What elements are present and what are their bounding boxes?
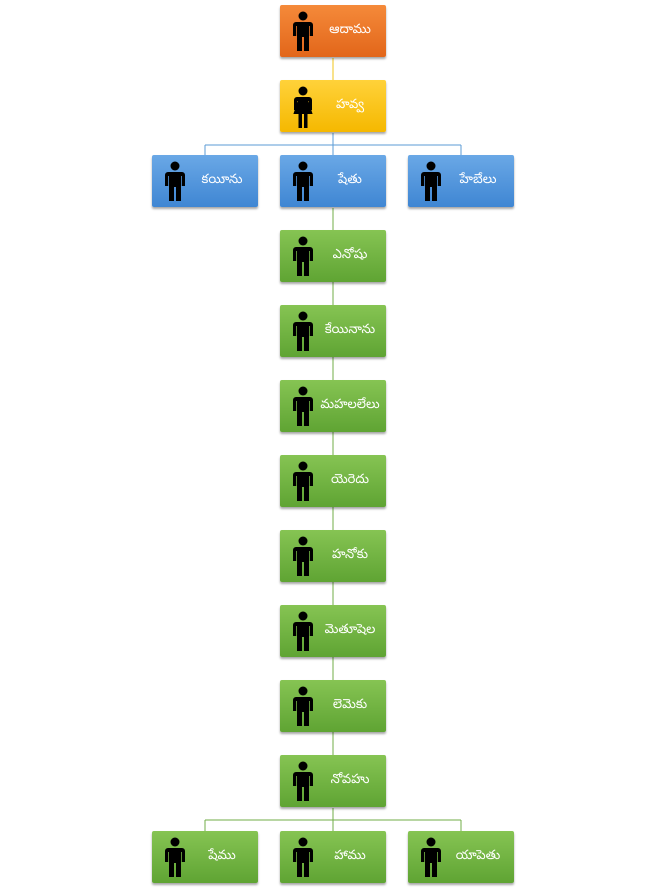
node-noah: నోవహు — [280, 755, 386, 807]
node-label: హాము — [334, 848, 366, 863]
man-icon — [290, 761, 316, 803]
node-shem: షేము — [152, 831, 258, 883]
node-label: యాపెతు — [455, 848, 501, 863]
node-enosh: ఎనోషు — [280, 230, 386, 282]
node-jared: యెరెదు — [280, 455, 386, 507]
man-icon — [290, 236, 316, 278]
node-ham: హాము — [280, 831, 386, 883]
man-icon — [290, 311, 316, 353]
node-label: ఆదాము — [329, 22, 371, 37]
node-adam: ఆదాము — [280, 5, 386, 57]
node-label: మెతూషెల — [324, 622, 376, 637]
node-seth: షేతు — [280, 155, 386, 207]
node-label: మహలలేలు — [320, 397, 380, 412]
man-icon — [290, 461, 316, 503]
man-icon — [290, 686, 316, 728]
node-label: కయీను — [201, 172, 243, 187]
node-kenan: కేయినాను — [280, 305, 386, 357]
node-label: షేము — [208, 848, 236, 863]
man-icon — [290, 161, 316, 203]
man-icon — [418, 837, 444, 879]
node-lamech: లెమెకు — [280, 680, 386, 732]
node-methuselah: మెతూషెల — [280, 605, 386, 657]
man-icon — [162, 161, 188, 203]
woman-icon — [290, 86, 316, 128]
node-label: యెరెదు — [330, 472, 370, 487]
node-label: హేబేలు — [459, 172, 497, 187]
node-label: ఎనోషు — [332, 247, 368, 262]
node-cain: కయీను — [152, 155, 258, 207]
man-icon — [290, 837, 316, 879]
man-icon — [290, 11, 316, 53]
node-label: షేతు — [338, 172, 362, 187]
node-label: కేయినాను — [324, 322, 376, 337]
man-icon — [418, 161, 444, 203]
node-enoch: హనోకు — [280, 530, 386, 582]
man-icon — [290, 536, 316, 578]
man-icon — [162, 837, 188, 879]
node-mahalalel: మహలలేలు — [280, 380, 386, 432]
node-eve: హవ్వ — [280, 80, 386, 132]
node-abel: హేబేలు — [408, 155, 514, 207]
node-label: హనోకు — [332, 547, 368, 562]
man-icon — [290, 611, 316, 653]
node-japheth: యాపెతు — [408, 831, 514, 883]
man-icon — [290, 386, 316, 428]
node-label: నోవహు — [330, 772, 370, 787]
node-label: హవ్వ — [335, 97, 365, 112]
node-label: లెమెకు — [332, 697, 368, 712]
